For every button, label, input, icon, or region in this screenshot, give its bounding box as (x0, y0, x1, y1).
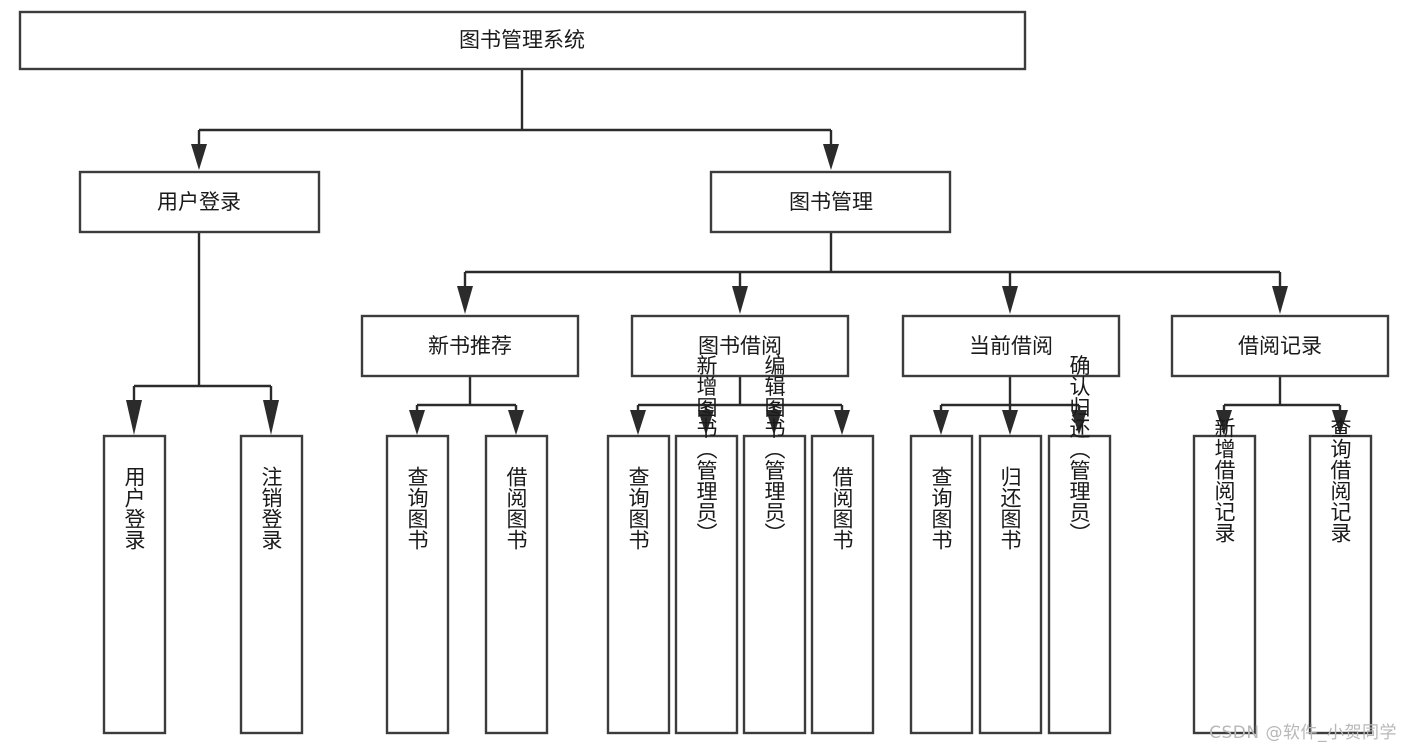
arrowhead-new-book-recommend (457, 286, 473, 314)
node-borrow-record[interactable]: 借阅记录 (1170, 314, 1390, 378)
node-book-borrow-box[interactable] (630, 314, 850, 378)
leaf-borrow-edit-label: 编辑图书（管理员） (762, 355, 786, 544)
leaf-current-return-label: 归还图书 (998, 466, 1022, 550)
node-user-login-label: 用户登录 (157, 190, 241, 214)
arrowhead-recommend-leaf-1 (508, 410, 524, 435)
leaf-logout-label: 注销登录 (259, 466, 283, 550)
node-new-book-recommend[interactable]: 新书推荐 (360, 314, 580, 378)
leaf-user-login-label: 用户登录 (122, 466, 146, 550)
node-book-management[interactable]: 图书管理 (709, 170, 952, 234)
connector-group-borrow-to-leaves (630, 376, 850, 435)
leaf-node[interactable]: 查询图书 (909, 434, 974, 735)
connector-group-user-login-to-leaves (126, 233, 279, 435)
arrowhead-current-leaf-1 (1002, 410, 1018, 435)
leaf-record-query-box[interactable] (1308, 434, 1373, 735)
leaf-node[interactable]: 查询图书 (606, 434, 671, 735)
leaf-current-query-label: 查询图书 (929, 466, 953, 550)
arrowhead-borrow-record (1272, 286, 1288, 314)
leaf-borrow-borrow-box[interactable] (810, 434, 875, 735)
leaf-borrow-edit-box[interactable] (742, 434, 807, 735)
leaf-current-confirm-box[interactable] (1047, 434, 1112, 735)
node-root-box[interactable] (18, 10, 1027, 71)
node-book-borrow-label: 图书借阅 (698, 334, 782, 358)
leaf-record-query-label: 查询借阅记录 (1328, 417, 1352, 543)
node-current-borrow-label: 当前借阅 (969, 334, 1053, 358)
arrowhead-borrow-leaf-1 (698, 410, 714, 435)
leaf-node[interactable]: 查询借阅记录 (1308, 417, 1373, 735)
node-current-borrow-box[interactable] (901, 314, 1121, 378)
leaf-current-return-box[interactable] (978, 434, 1043, 735)
node-book-management-label: 图书管理 (789, 190, 873, 214)
leaf-borrow-add-box[interactable] (674, 434, 739, 735)
arrowhead-borrow-leaf-3 (834, 410, 850, 435)
connector-group-book-mgmt-to-level3 (457, 233, 1288, 314)
leaf-node[interactable]: 编辑图书（管理员） (742, 355, 807, 735)
leaf-record-add-box[interactable] (1192, 434, 1257, 735)
node-book-borrow[interactable]: 图书借阅 (630, 314, 850, 378)
leaf-node[interactable]: 用户登录 (102, 434, 167, 735)
leaf-current-query-box[interactable] (909, 434, 974, 735)
leaf-node[interactable]: 新增图书（管理员） (674, 355, 739, 735)
leaf-node[interactable]: 新增借阅记录 (1192, 417, 1257, 735)
arrowhead-user-login (191, 144, 207, 170)
leaf-logout-box[interactable] (239, 434, 304, 735)
arrowhead-current-leaf-2 (1071, 410, 1087, 435)
node-new-book-recommend-label: 新书推荐 (428, 334, 512, 358)
node-book-management-box[interactable] (709, 170, 952, 234)
leaf-borrow-query-box[interactable] (606, 434, 671, 735)
arrowhead-borrow-leaf-0 (630, 410, 646, 435)
leaf-node[interactable]: 查询图书 (385, 434, 450, 735)
node-user-login-box[interactable] (78, 170, 321, 234)
leaf-borrow-add-label: 新增图书（管理员） (694, 355, 718, 544)
leaf-node[interactable]: 确认归还（管理员） (1047, 355, 1112, 735)
leaf-node[interactable]: 归还图书 (978, 434, 1043, 735)
connector-group-recommend-to-leaves (409, 376, 524, 435)
leaf-user-login-box[interactable] (102, 434, 167, 735)
leaf-recommend-borrow-box[interactable] (484, 434, 549, 735)
leaf-node[interactable]: 借阅图书 (484, 434, 549, 735)
arrowhead-leaf-user-login (126, 400, 142, 435)
node-root[interactable]: 图书管理系统 (18, 10, 1027, 71)
arrowhead-recommend-leaf-0 (409, 410, 425, 435)
connector-group-root-to-level2 (191, 69, 839, 170)
arrowhead-record-leaf-1 (1332, 410, 1348, 435)
leaf-recommend-query-label: 查询图书 (405, 466, 429, 550)
leaf-borrow-borrow-label: 借阅图书 (830, 466, 854, 550)
leaf-recommend-query-box[interactable] (385, 434, 450, 735)
node-borrow-record-label: 借阅记录 (1238, 334, 1322, 358)
leaf-record-add-label: 新增借阅记录 (1212, 417, 1236, 543)
arrowhead-leaf-logout (263, 400, 279, 435)
arrowhead-current-leaf-0 (933, 410, 949, 435)
arrowhead-borrow-leaf-2 (766, 410, 782, 435)
arrowhead-book-mgmt (823, 144, 839, 170)
leaf-recommend-borrow-label: 借阅图书 (504, 466, 528, 550)
csdn-watermark: CSDN @软件_小贺同学 (1209, 723, 1397, 743)
node-root-label: 图书管理系统 (459, 28, 585, 52)
node-current-borrow[interactable]: 当前借阅 (901, 314, 1121, 378)
leaf-current-confirm-label: 确认归还（管理员） (1067, 355, 1091, 544)
connector-group-record-to-leaves (1216, 376, 1348, 435)
leaf-node[interactable]: 借阅图书 (810, 434, 875, 735)
leaf-borrow-query-label: 查询图书 (626, 466, 650, 550)
connector-group-current-to-leaves (933, 376, 1087, 435)
arrowhead-current-borrow (1002, 286, 1018, 314)
arrowhead-book-borrow (732, 286, 748, 314)
node-borrow-record-box[interactable] (1170, 314, 1390, 378)
arrowhead-record-leaf-0 (1216, 410, 1232, 435)
node-user-login[interactable]: 用户登录 (78, 170, 321, 234)
leaf-node[interactable]: 注销登录 (239, 434, 304, 735)
node-new-book-recommend-box[interactable] (360, 314, 580, 378)
